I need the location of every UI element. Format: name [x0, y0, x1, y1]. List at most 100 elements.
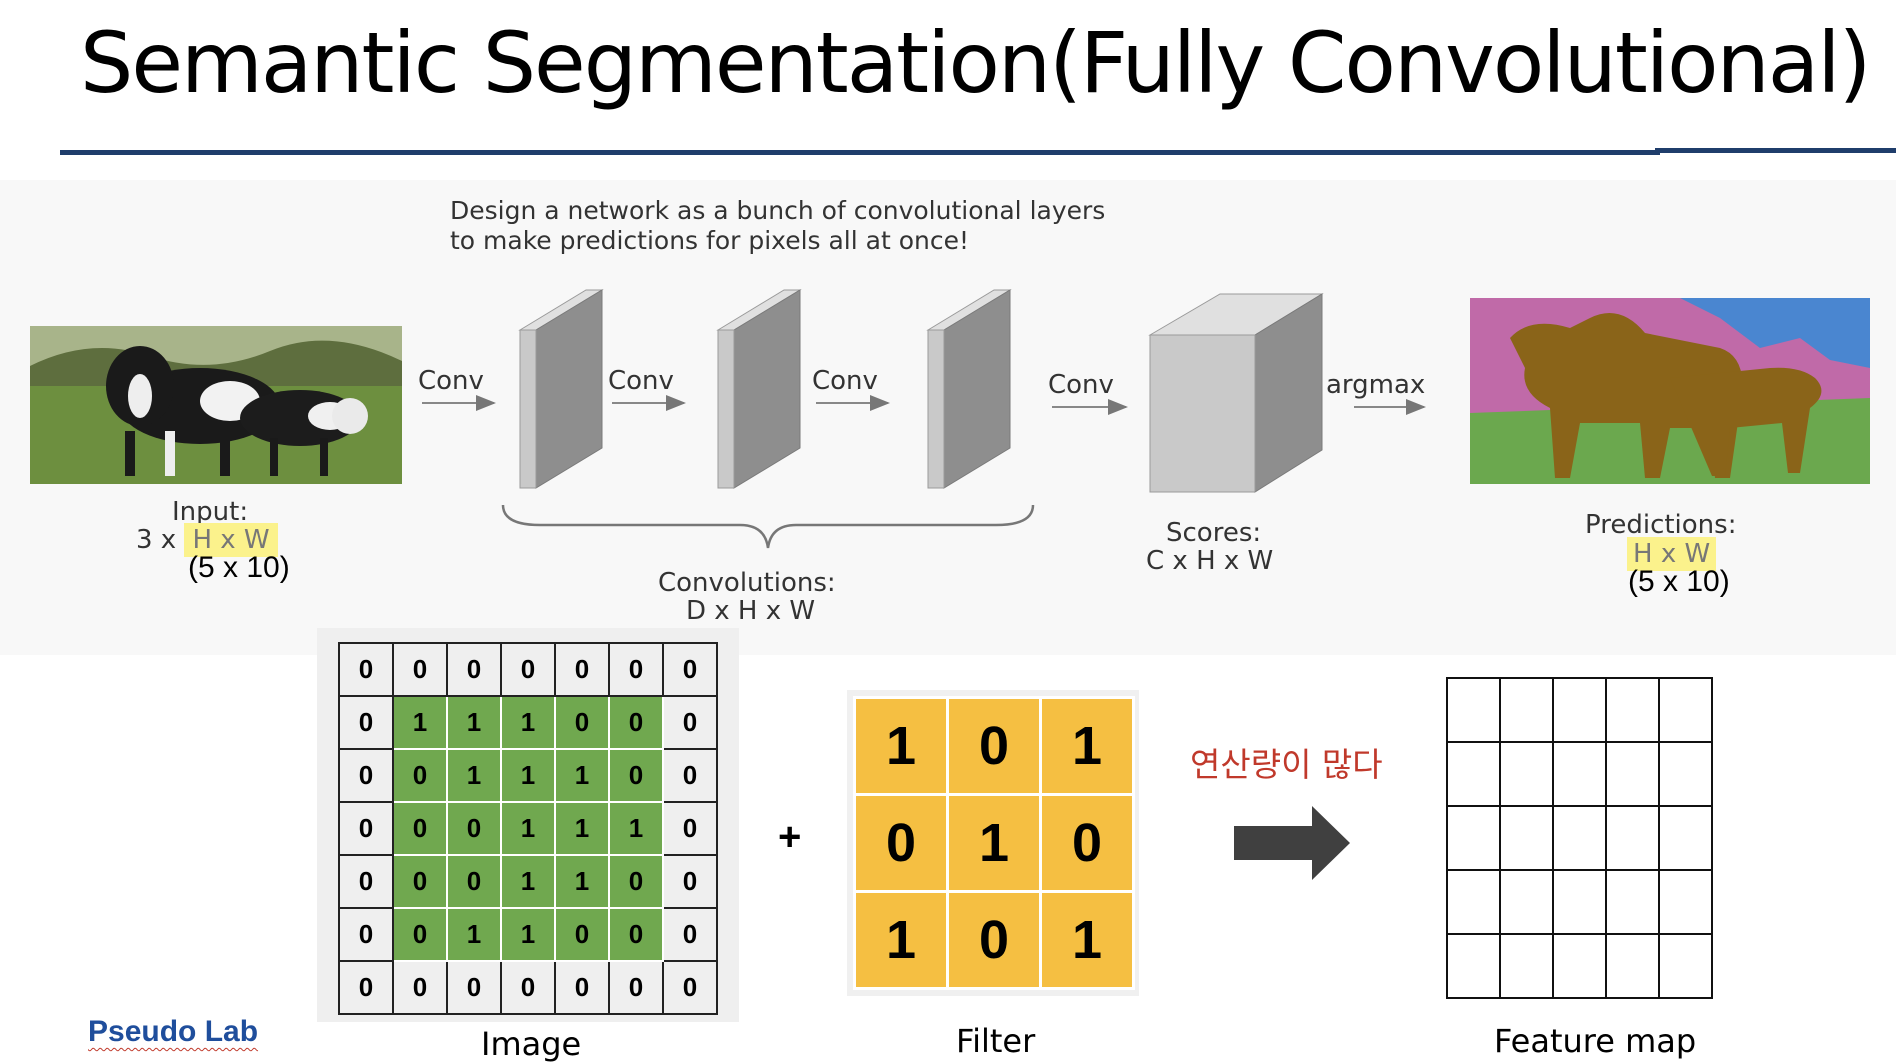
input-dims-prefix: 3 x [136, 525, 177, 555]
diagram-heading-line2: to make predictions for pixels all at on… [450, 226, 970, 255]
conv-label-2: Conv [608, 366, 674, 396]
image-grid-cell: 0 [608, 907, 664, 962]
feature-map-cell [1446, 805, 1501, 871]
scores-dims: C x H x W [1146, 546, 1274, 576]
image-grid-cell: 1 [500, 801, 556, 856]
feature-map-cell [1552, 933, 1607, 999]
image-grid-cell: 0 [338, 642, 394, 697]
image-grid-cell: 0 [392, 854, 448, 909]
feature-map-cell [1658, 869, 1713, 935]
predictions-dims-highlight: H x W [1627, 537, 1717, 571]
image-grid-cell: 1 [554, 748, 610, 803]
computation-note: 연산량이 많다 [1190, 745, 1383, 784]
feature-map-caption: Feature map [1494, 1022, 1697, 1060]
feature-map-row [1446, 741, 1713, 807]
filter-grid-cell: 1 [1039, 890, 1135, 990]
filter-grid-cell: 0 [1039, 793, 1135, 893]
image-grid-cell: 0 [392, 801, 448, 856]
feature-map-grid [1446, 677, 1713, 999]
conv-layer-1 [518, 289, 604, 489]
image-grid-cell: 0 [338, 695, 394, 750]
image-grid-cell: 0 [554, 642, 610, 697]
feature-map-cell [1552, 869, 1607, 935]
image-grid-cell: 0 [662, 801, 718, 856]
image-grid-cell: 0 [338, 960, 394, 1015]
convolutions-dims: D x H x W [686, 596, 816, 626]
feature-map-cell [1446, 741, 1501, 807]
image-grid-cell: 0 [554, 960, 610, 1015]
title-divider [60, 150, 1660, 155]
filter-grid-cell: 0 [946, 696, 1042, 796]
image-grid-cell: 0 [608, 960, 664, 1015]
feature-map-cell [1499, 933, 1554, 999]
title-divider-end [1655, 148, 1896, 153]
predictions-size: (5 x 10) [1628, 565, 1730, 598]
image-grid-cell: 0 [554, 907, 610, 962]
image-grid-cell: 0 [608, 642, 664, 697]
diagram-heading-line1: Design a network as a bunch of convoluti… [450, 196, 1106, 225]
pseudo-lab-logo: Pseudo Lab [88, 1015, 259, 1048]
right-arrow-icon [1234, 806, 1350, 880]
image-grid-cell: 0 [662, 854, 718, 909]
image-grid-cell: 0 [446, 642, 502, 697]
feature-map-cell [1658, 741, 1713, 807]
feature-map-cell [1658, 805, 1713, 871]
image-grid-cell: 1 [446, 907, 502, 962]
filter-grid-cell: 0 [853, 793, 949, 893]
input-label: Input: [172, 497, 249, 527]
feature-map-row [1446, 677, 1713, 743]
image-grid-cell: 0 [392, 642, 448, 697]
input-cow-photo [30, 326, 402, 484]
image-grid-cell: 1 [446, 695, 502, 750]
scores-label: Scores: [1166, 518, 1262, 548]
filter-grid-cell: 1 [946, 793, 1042, 893]
conv-label-3: Conv [812, 366, 878, 396]
conv-label-4: Conv [1048, 370, 1114, 400]
feature-map-cell [1499, 869, 1554, 935]
plus-sign: + [778, 815, 802, 859]
image-grid-cell: 0 [662, 642, 718, 697]
argmax-label: argmax [1326, 370, 1426, 400]
feature-map-cell [1605, 741, 1660, 807]
conv-pipeline-graphics [422, 289, 1426, 549]
feature-map-cell [1446, 677, 1501, 743]
image-grid-cell: 0 [500, 960, 556, 1015]
image-grid-cell: 1 [608, 801, 664, 856]
image-grid-cell: 1 [554, 854, 610, 909]
image-grid-cell: 0 [500, 642, 556, 697]
image-grid-cell: 0 [392, 907, 448, 962]
filter-caption: Filter [956, 1022, 1036, 1060]
image-grid-cell: 0 [392, 748, 448, 803]
image-grid-cell: 1 [500, 695, 556, 750]
predictions-label: Predictions: [1585, 510, 1737, 540]
feature-map-cell [1552, 805, 1607, 871]
image-grid-cell: 0 [662, 907, 718, 962]
image-grid-cell: 0 [608, 695, 664, 750]
conv-label-1: Conv [418, 366, 484, 396]
predictions-dims: H x W [1627, 537, 1717, 571]
feature-map-cell [1658, 677, 1713, 743]
image-grid-cell: 0 [392, 960, 448, 1015]
image-grid-cell: 0 [554, 695, 610, 750]
image-grid-cell: 0 [446, 854, 502, 909]
filter-grid-cell: 1 [853, 890, 949, 990]
image-grid-cell: 1 [446, 748, 502, 803]
feature-map-cell [1605, 933, 1660, 999]
image-grid-cell: 0 [608, 854, 664, 909]
feature-map-cell [1605, 677, 1660, 743]
feature-map-row [1446, 869, 1713, 935]
input-dims-highlight: H x W [184, 523, 278, 557]
filter-grid-cell: 0 [946, 890, 1042, 990]
feature-map-cell [1552, 677, 1607, 743]
image-grid-cell: 1 [500, 907, 556, 962]
